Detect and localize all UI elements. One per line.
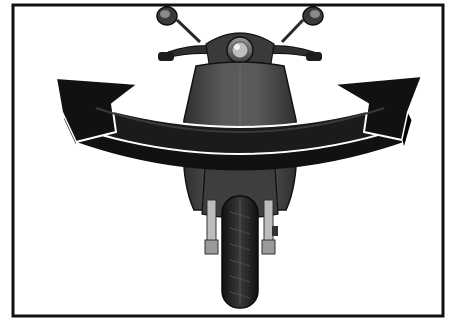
front-tire bbox=[222, 196, 258, 308]
